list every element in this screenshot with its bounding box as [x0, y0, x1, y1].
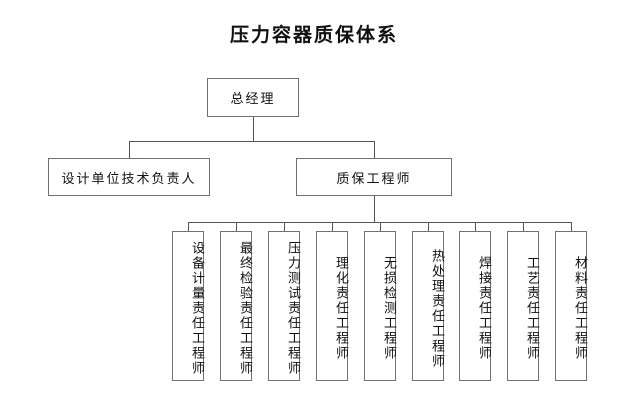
- node-final-inspection-responsible-engineer-label: 最终检验责任工程师: [237, 241, 252, 376]
- connector-level2-drop-right: [374, 141, 375, 158]
- connector-level3-drop-9: [571, 222, 572, 231]
- node-general-manager[interactable]: 总经理: [207, 78, 299, 117]
- node-final-inspection-responsible-engineer[interactable]: 最终检验责任工程师: [220, 231, 252, 381]
- node-material-responsible-engineer[interactable]: 材料责任工程师: [555, 231, 587, 381]
- connector-top-drop: [253, 117, 254, 141]
- connector-level2-bus: [129, 141, 375, 142]
- connector-level3-bus: [188, 222, 571, 223]
- node-qa-engineer[interactable]: 质保工程师: [296, 158, 452, 196]
- node-heat-treatment-responsible-engineer-label: 热处理责任工程师: [429, 248, 444, 369]
- node-pressure-test-responsible-engineer-label: 压力测试责任工程师: [285, 241, 300, 376]
- node-welding-responsible-engineer-label: 焊接责任工程师: [476, 256, 491, 361]
- node-equipment-metrology-responsible-engineer[interactable]: 设备计量责任工程师: [172, 231, 204, 381]
- node-nondestructive-testing-engineer-label: 无损检测工程师: [381, 256, 396, 361]
- node-design-unit-technical-director-label: 设计单位技术负责人: [61, 171, 197, 187]
- node-equipment-metrology-responsible-engineer-label: 设备计量责任工程师: [189, 241, 204, 376]
- node-heat-treatment-responsible-engineer[interactable]: 热处理责任工程师: [412, 231, 444, 381]
- connector-qa-drop: [374, 196, 375, 222]
- node-material-responsible-engineer-label: 材料责任工程师: [572, 256, 587, 361]
- connector-level3-drop-8: [523, 222, 524, 231]
- node-nondestructive-testing-engineer[interactable]: 无损检测工程师: [364, 231, 396, 381]
- node-process-responsible-engineer[interactable]: 工艺责任工程师: [507, 231, 539, 381]
- connector-level3-drop-2: [236, 222, 237, 231]
- node-general-manager-label: 总经理: [230, 92, 276, 107]
- connector-level3-drop-4: [332, 222, 333, 231]
- node-qa-engineer-label: 质保工程师: [336, 171, 412, 187]
- chart-title: 压力容器质保体系: [229, 24, 398, 46]
- node-welding-responsible-engineer[interactable]: 焊接责任工程师: [459, 231, 491, 381]
- connector-level3-drop-5: [380, 222, 381, 231]
- connector-level2-drop-left: [129, 141, 130, 158]
- node-pressure-test-responsible-engineer[interactable]: 压力测试责任工程师: [268, 231, 300, 381]
- connector-level3-drop-3: [284, 222, 285, 231]
- node-design-unit-technical-director[interactable]: 设计单位技术负责人: [48, 158, 210, 196]
- node-physical-chemical-responsible-engineer-label: 理化责任工程师: [333, 256, 348, 361]
- connector-level3-drop-7: [475, 222, 476, 231]
- node-process-responsible-engineer-label: 工艺责任工程师: [524, 256, 539, 361]
- connector-level3-drop-6: [428, 222, 429, 231]
- connector-level3-drop-1: [188, 222, 189, 231]
- node-physical-chemical-responsible-engineer[interactable]: 理化责任工程师: [316, 231, 348, 381]
